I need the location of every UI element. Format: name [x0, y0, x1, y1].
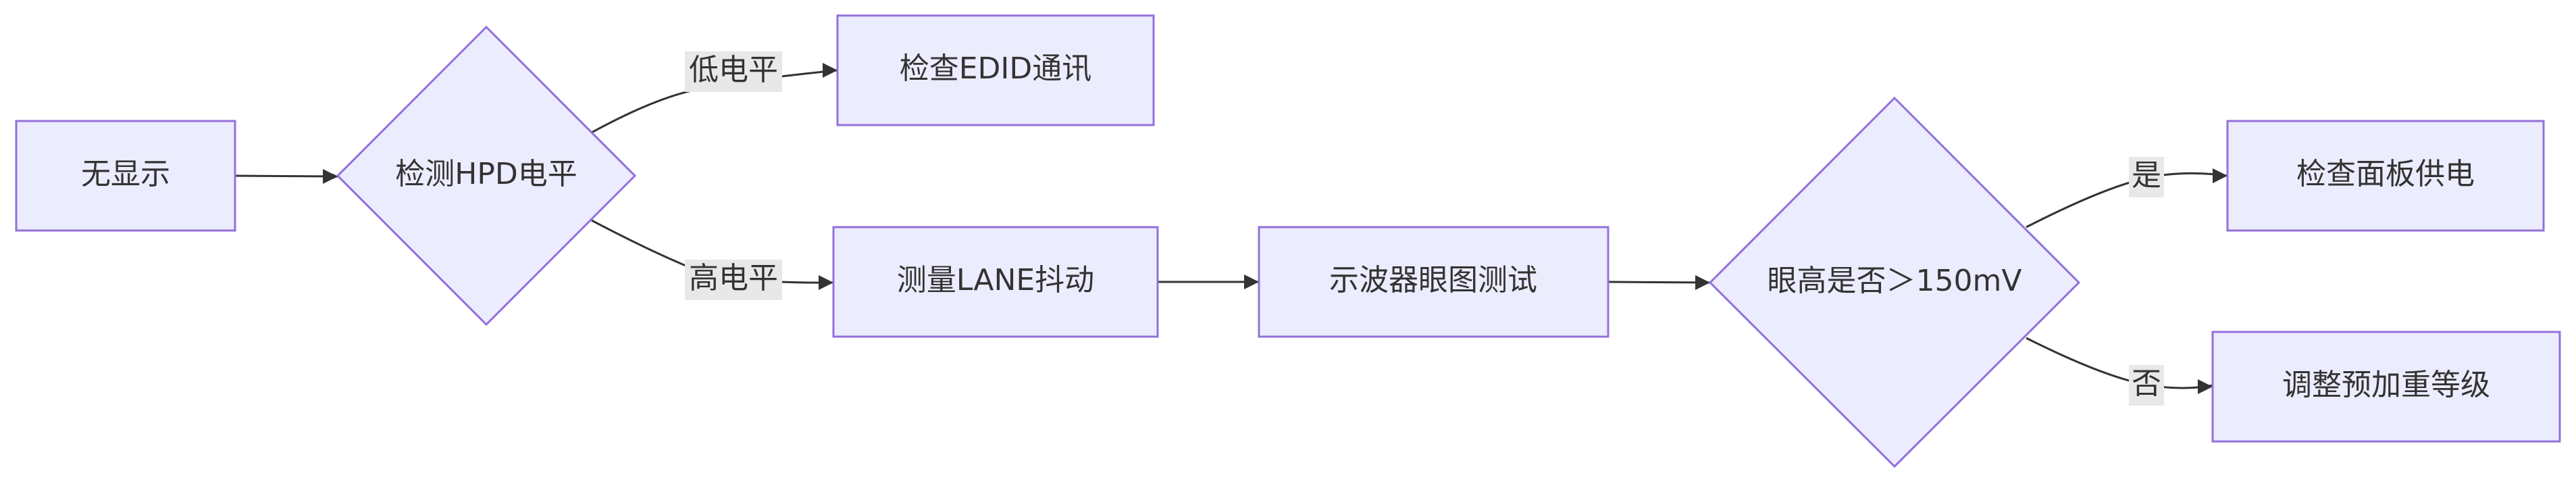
arrowhead [1244, 274, 1259, 289]
node-label: 无显示 [81, 157, 170, 191]
node-check-hpd: 检测HPD电平 [336, 25, 637, 327]
arrowhead [819, 275, 833, 290]
node-measure-lane: 测量LANE抖动 [832, 226, 1159, 338]
edge-labels: 低电平 高电平 是 否 [685, 51, 2164, 406]
node-label: 检查EDID通讯 [900, 51, 1092, 86]
arrowhead [2198, 379, 2213, 394]
arrowhead [2213, 168, 2227, 183]
edge-scope-eye-to-eye-height [1607, 281, 1711, 284]
node-label: 眼高是否＞150mV [1768, 264, 2022, 298]
edge-label-low-level: 低电平 [689, 53, 778, 87]
edge-eye-height-to-adjust [2026, 337, 2213, 389]
edge-label-yes: 是 [2132, 158, 2161, 193]
node-label: 检测HPD电平 [395, 157, 577, 191]
node-adjust-preemphasis: 调整预加重等级 [2211, 331, 2561, 443]
edge-label-bg-low [685, 51, 782, 92]
node-no-display: 无显示 [15, 120, 236, 232]
node-label: 测量LANE抖动 [897, 263, 1094, 297]
node-eye-height: 眼高是否＞150mV [1708, 96, 2081, 468]
arrowhead [323, 169, 338, 184]
node-label: 检查面板供电 [2296, 157, 2475, 191]
node-check-edid: 检查EDID通讯 [836, 14, 1155, 126]
node-scope-eye: 示波器眼图测试 [1258, 226, 1609, 338]
edge-label-bg-no [2129, 365, 2164, 406]
node-label: 示波器眼图测试 [1329, 263, 1537, 297]
edge-label-no: 否 [2132, 366, 2161, 401]
edge-label-bg-high [685, 260, 782, 300]
arrowhead [823, 63, 838, 78]
edge-label-bg-yes [2129, 157, 2164, 197]
edge-label-high-level: 高电平 [689, 261, 778, 295]
node-label: 调整预加重等级 [2282, 368, 2490, 402]
edge-eye-height-to-check-panel [2026, 172, 2228, 228]
arrowhead [1695, 275, 1710, 290]
node-check-panel: 检查面板供电 [2226, 120, 2545, 232]
nodes: 无显示 检测HPD电平 检查EDID通讯 测量LANE抖动 示波器眼图测试 眼高… [15, 14, 2561, 468]
